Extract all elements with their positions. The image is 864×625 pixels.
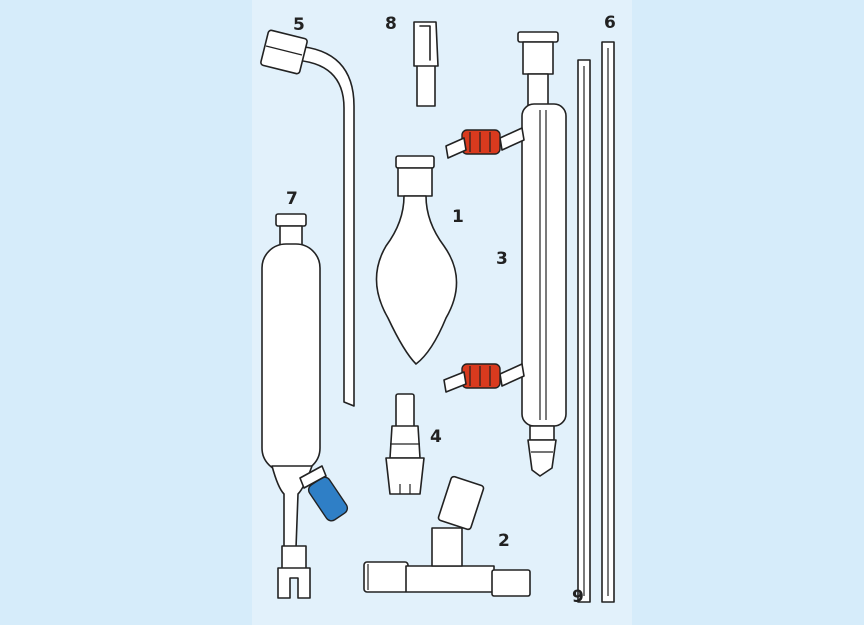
label-2: 2 (498, 531, 510, 551)
stopper-8 (413, 21, 439, 107)
label-7: 7 (286, 189, 298, 209)
label-8: 8 (385, 14, 397, 34)
pear-flask-1 (375, 155, 458, 365)
label-6: 6 (604, 13, 616, 33)
bent-adapter-5 (260, 29, 355, 407)
adapter-4 (385, 393, 425, 495)
condenser-3 (443, 31, 567, 477)
t-adapter-2 (363, 475, 531, 597)
glass-rod-9 (577, 59, 591, 603)
red-hose-clip-lower (461, 363, 501, 389)
glass-rod-6 (601, 41, 615, 603)
label-1: 1 (452, 207, 464, 227)
label-4: 4 (430, 427, 442, 447)
label-3: 3 (496, 249, 508, 269)
dropping-funnel-7 (261, 213, 349, 599)
label-5: 5 (293, 15, 305, 35)
label-9: 9 (572, 587, 584, 607)
red-hose-clip-upper (461, 129, 501, 155)
